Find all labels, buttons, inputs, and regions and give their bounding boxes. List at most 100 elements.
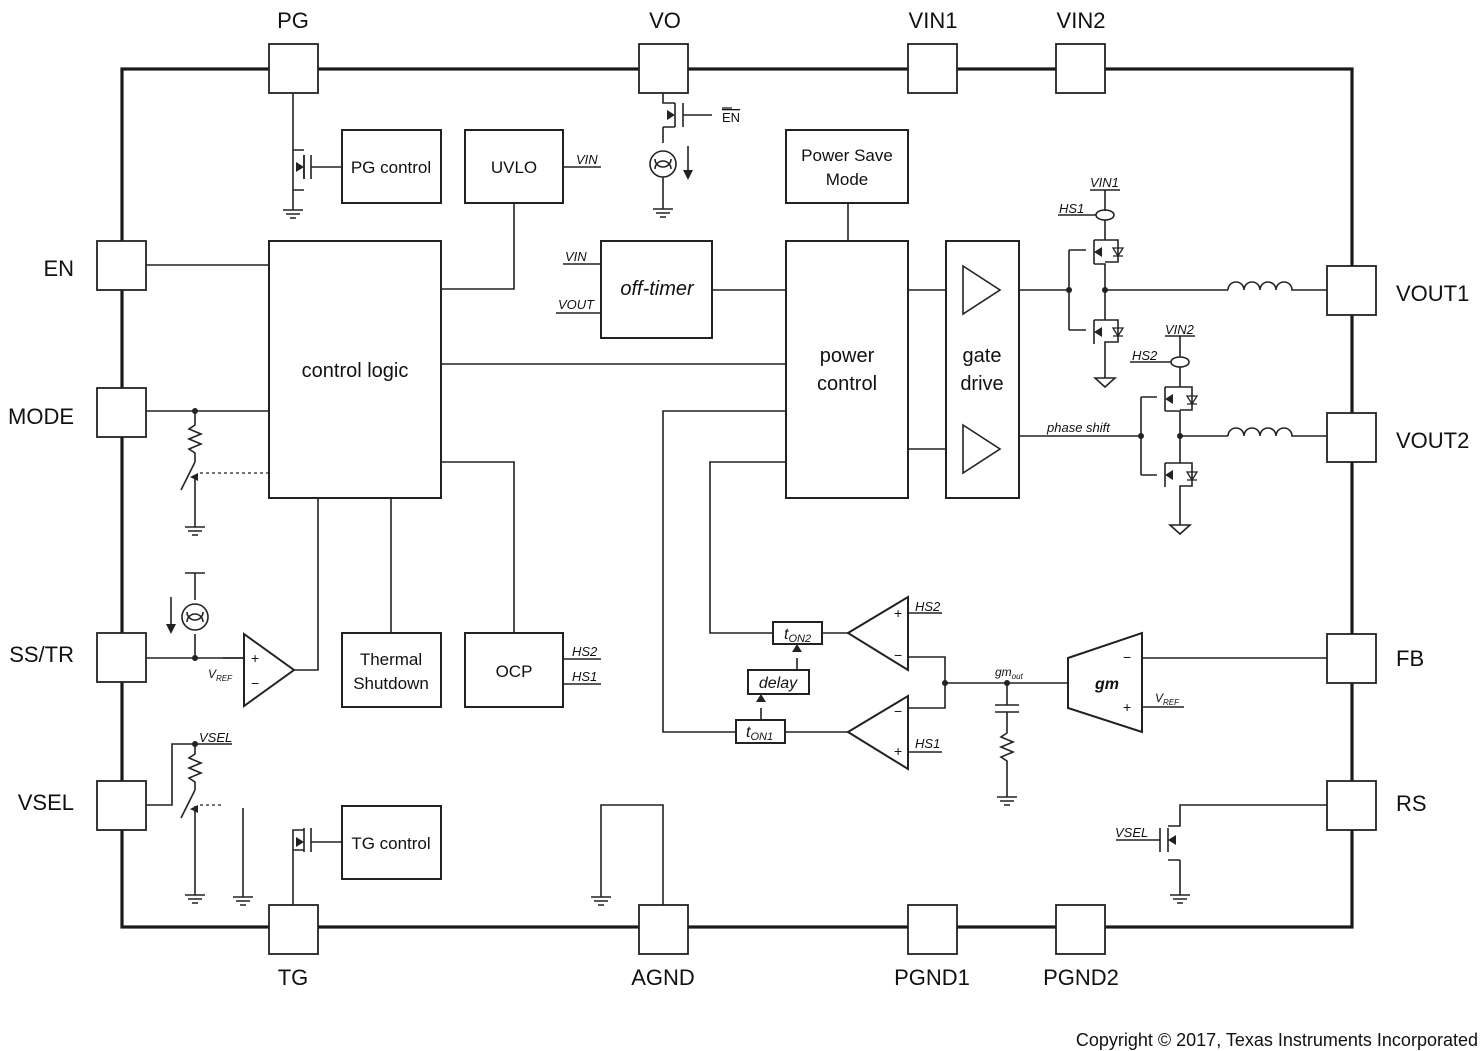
gmout-sub: out [1012,672,1024,681]
pin-rs [1326,780,1377,831]
pin-label-vin2: VIN2 [1057,8,1106,33]
hs1-switch-signal: HS1 [1059,201,1084,216]
uvlo-vin-signal: VIN [576,152,598,167]
vsel-rs-signal: VSEL [1115,825,1148,840]
pin-vo [638,43,689,94]
vo-en-bar-signal: EN [722,110,740,125]
gate-drive-buffer-top [962,264,1002,316]
gate-drive-block [945,240,1020,499]
ton1-label: tON1 [746,724,773,743]
chip-outline [120,67,1354,929]
pin-fb [1326,633,1377,684]
thermal-label-line2: Shutdown [353,674,429,693]
cmp-top-minus: − [894,647,902,663]
softstart-amplifier [243,632,296,708]
tg-control-block [341,805,442,880]
delay-label: delay [759,675,798,692]
ton2-label: tON2 [784,626,811,645]
tg-control-label: TG control [351,834,430,853]
power-control-block [785,240,909,499]
gate-drive-label-line1: gate [963,345,1002,367]
ton2-sub: ON2 [788,633,811,645]
pin-label-vout1: VOUT1 [1396,281,1469,306]
pin-label-pgnd2: PGND2 [1043,965,1119,990]
off-timer-vout-signal: VOUT [558,297,595,312]
pin-label-sstr: SS/TR [9,642,74,667]
gate-drive-buffer-bottom [962,423,1002,475]
ocp-hs1-signal: HS1 [572,669,597,684]
ss-vref-label: VREF [208,667,233,683]
pin-label-agnd: AGND [631,965,695,990]
gm-minus: − [1123,649,1131,665]
comparator-bottom [846,694,909,771]
power-control-label-line1: power [820,345,875,367]
pin-label-vo: VO [649,8,681,33]
pin-agnd [638,904,689,955]
thermal-label-line1: Thermal [360,650,422,669]
uvlo-label: UVLO [491,158,537,177]
pin-vsel [96,780,147,831]
power-save-mode-block [785,129,909,204]
pin-mode [96,387,147,438]
pin-en [96,240,147,291]
pin-vin1 [907,43,958,94]
pin-label-en: EN [43,256,74,281]
gm-label: gm [1094,676,1119,693]
cmp-top-hs2-signal: HS2 [915,599,941,614]
cmp-top-plus: + [894,605,902,621]
pin-label-mode: MODE [8,404,74,429]
ss-vref-sub: REF [216,674,233,683]
gmout-label: gmout [995,665,1024,681]
vsel-switch-signal: VSEL [199,730,232,745]
uvlo-block [464,129,564,204]
pin-label-vout2: VOUT2 [1396,428,1469,453]
control-logic-label: control logic [302,360,409,382]
pin-label-fb: FB [1396,646,1424,671]
pin-pg [268,43,319,94]
comparator-top [846,595,909,672]
thermal-shutdown-block [341,632,442,708]
gm-amplifier [1067,631,1143,734]
pin-label-vin1: VIN1 [909,8,958,33]
cmp-bottom-minus: − [894,703,902,719]
ton2-block [772,621,823,645]
power-save-label-line1: Power Save [801,146,893,165]
off-timer-block [600,240,713,339]
pin-pgnd2 [1055,904,1106,955]
pin-label-rs: RS [1396,791,1427,816]
delay-block [747,669,810,695]
ss-amp-plus: + [251,650,259,666]
pin-label-vsel: VSEL [18,790,74,815]
ton1-sub: ON1 [750,731,773,743]
ocp-hs2-signal: HS2 [572,644,598,659]
copyright-notice: Copyright © 2017, Texas Instruments Inco… [1076,1030,1478,1050]
ocp-block [464,632,564,708]
pin-label-pgnd1: PGND1 [894,965,970,990]
cmp-bottom-plus: + [894,743,902,759]
off-timer-label: off-timer [620,278,695,300]
off-timer-vin-signal: VIN [565,249,587,264]
cmp-bottom-hs1-signal: HS1 [915,736,940,751]
gate-drive-label-line2: drive [960,373,1003,395]
wiring [146,93,1327,906]
pin-label-tg: TG [278,965,309,990]
ocp-label: OCP [496,662,533,681]
pin-pgnd1 [907,904,958,955]
vin1-switch-signal: VIN1 [1090,175,1119,190]
pin-vout1 [1326,265,1377,316]
pg-control-block [341,129,442,204]
phase-shift-signal: phase shift [1046,420,1111,435]
pin-tg [268,904,319,955]
pins [96,43,1377,955]
pin-label-pg: PG [277,8,309,33]
gm-plus: + [1123,699,1131,715]
pin-vout2 [1326,412,1377,463]
ton1-block [735,719,786,744]
gm-vref-sub: REF [1163,698,1180,707]
pin-sstr [96,632,147,683]
power-control-label-line2: control [817,373,877,395]
hs2-switch-signal: HS2 [1132,348,1158,363]
gm-vref-label: VREF [1155,691,1180,707]
ss-amp-minus: − [251,675,259,691]
